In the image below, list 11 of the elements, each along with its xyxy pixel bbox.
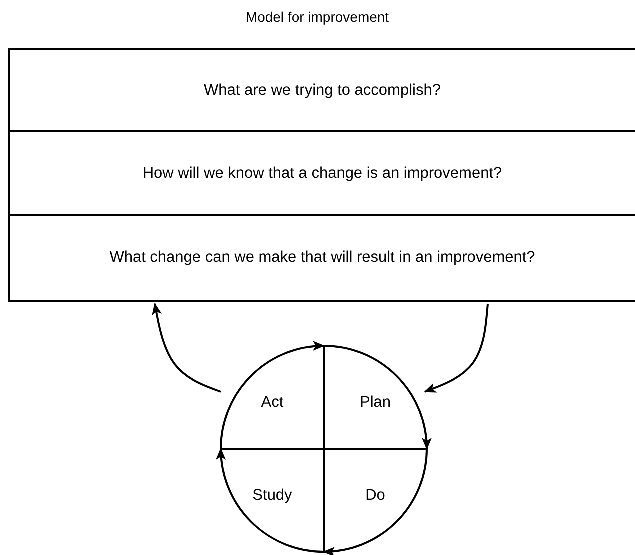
label-text: What change can we make that will result in an improvement? (110, 249, 536, 267)
label-text: Act (261, 394, 284, 412)
label-text: How will we know that a change is an improvement? (142, 165, 502, 183)
question-box (8, 214, 635, 302)
label-text: Plan (360, 394, 392, 412)
arrow (424, 304, 489, 393)
label-text: Study (252, 486, 292, 504)
label-text: What are we trying to accomplish? (204, 82, 441, 100)
arrow (152, 303, 222, 393)
label-text: Do (366, 486, 386, 504)
title: Model for improvement (244, 9, 390, 25)
